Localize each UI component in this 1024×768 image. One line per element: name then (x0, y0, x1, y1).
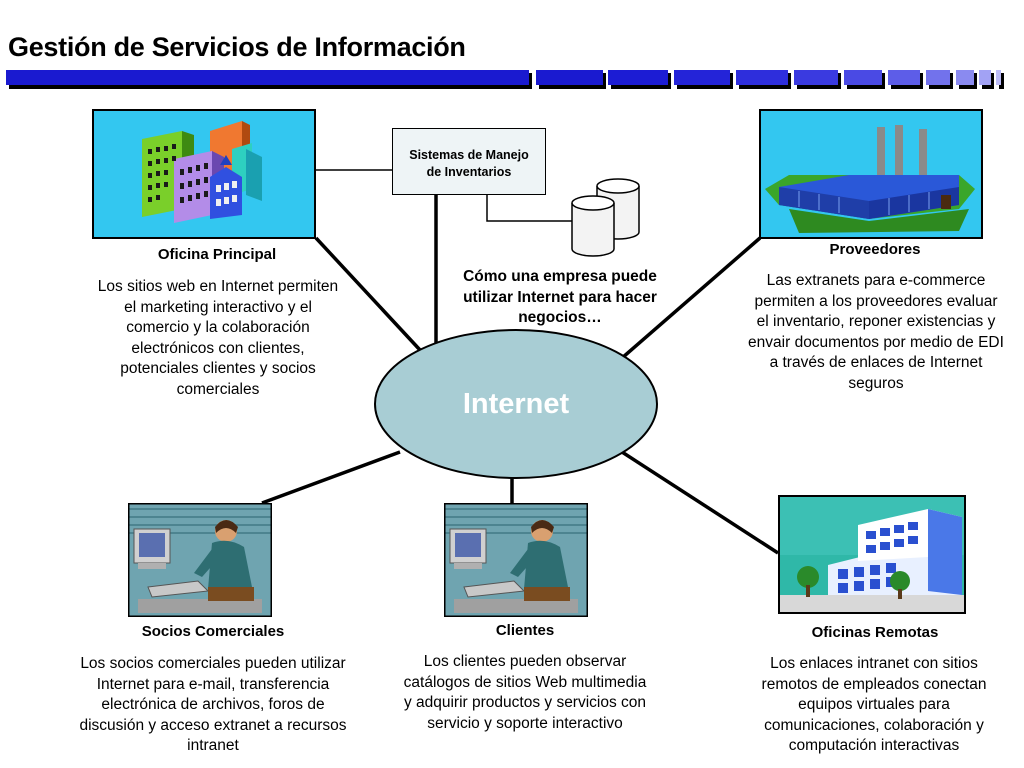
diagram-caption: Cómo una empresa puede utilizar Internet… (463, 268, 657, 326)
internet-hub (374, 329, 658, 479)
node-title-proveedores: Proveedores (829, 241, 921, 258)
title-decorative-bar (6, 70, 1004, 89)
inventory-system-box: Sistemas de Manejo de Inventarios (392, 128, 546, 195)
node-desc-oficinas-remotas: Los enlaces intranet con sitios remotos … (761, 655, 987, 754)
factory-icon (759, 109, 983, 239)
office-buildings-icon (92, 109, 316, 239)
database-icon (571, 178, 640, 257)
node-title-oficina-principal: Oficina Principal (157, 246, 277, 263)
inventory-system-line2: de Inventarios (426, 165, 512, 179)
internet-hub-label: Internet (462, 388, 570, 420)
page-title: Gestión de Servicios de Información (8, 32, 466, 62)
node-title-clientes: Clientes (495, 622, 555, 639)
node-desc-proveedores: Las extranets para e-commerce permiten a… (748, 272, 1004, 392)
computer-user-icon (444, 503, 588, 617)
node-title-oficinas-remotas: Oficinas Remotas (811, 624, 939, 641)
node-desc-clientes: Los clientes pueden observar catálogos d… (403, 653, 647, 732)
node-title-socios-comerciales: Socios Comerciales (141, 623, 285, 640)
node-desc-socios-comerciales: Los socios comerciales pueden utilizar I… (79, 655, 347, 754)
node-desc-oficina-principal: Los sitios web en Internet permiten el m… (97, 278, 339, 398)
modern-building-icon (778, 495, 966, 614)
inventory-system-line1: Sistemas de Manejo (409, 148, 529, 162)
computer-user-icon (128, 503, 272, 617)
